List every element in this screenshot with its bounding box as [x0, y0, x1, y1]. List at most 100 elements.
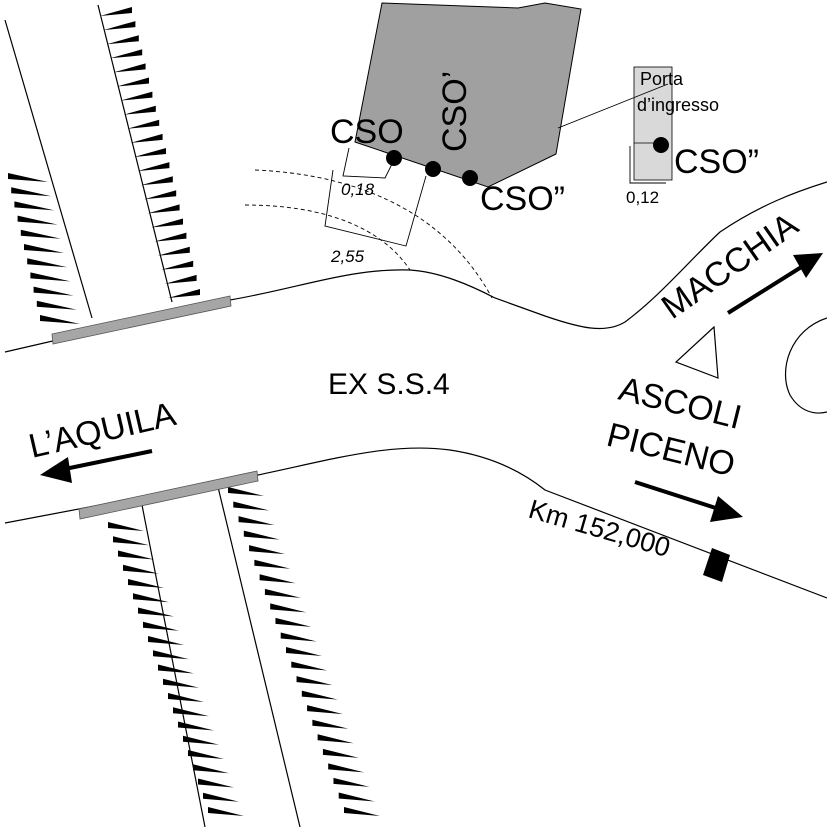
embankment-hatch-mark: [178, 721, 214, 731]
dim-large-label: 2,55: [330, 247, 365, 266]
embankment-hatch-mark: [158, 664, 194, 674]
door-leader-line: [557, 83, 669, 129]
dim-large-line: [324, 169, 427, 247]
traffic-island-triangle: [674, 325, 719, 379]
cso-label: CSO: [330, 113, 404, 151]
building: [354, 2, 582, 188]
embankment-hatch-mark: [344, 807, 380, 816]
dim-detail-label: 0,12: [626, 188, 659, 207]
embankment-hatch-mark: [127, 119, 160, 129]
dashed-curve-outer: [254, 169, 493, 299]
cso-double-prime-point: [462, 170, 478, 186]
embankment-hatch-mark: [118, 550, 154, 560]
cross-road-left-b: [97, 4, 173, 303]
embankment-hatch-mark: [322, 748, 359, 758]
embankment-hatch-mark: [108, 522, 144, 531]
embankment-hatch-mark: [120, 91, 153, 101]
door-label-line2: d’ingresso: [637, 95, 719, 115]
embankment-hatch-mark: [33, 286, 74, 296]
embankment-hatch-mark: [103, 21, 136, 31]
road-edge-top: [4, 181, 827, 353]
embankment-hatch-mark: [133, 593, 169, 603]
embankment-hatch-mark: [291, 661, 328, 671]
embankment-hatch-mark: [147, 204, 180, 214]
embankment-hatch-mark: [30, 272, 71, 282]
embankment-hatch-mark: [36, 300, 77, 310]
embankment-hatch-mark: [338, 792, 375, 802]
embankment-hatch-mark: [188, 750, 224, 759]
embankment-hatch-mark: [117, 77, 149, 87]
dashed-curves: [244, 169, 493, 299]
embankment-hatch-mark: [238, 516, 275, 526]
dashed-curve-inner: [244, 204, 411, 271]
embankment-hatch-mark: [113, 536, 149, 546]
roundabout-edge: [784, 317, 827, 414]
embankment-hatch-mark: [280, 632, 317, 642]
embankment-hatch-mark: [161, 260, 194, 270]
embankment-hatch-mark: [233, 501, 270, 511]
cross-road-bottom-a: [141, 504, 206, 827]
embankment-hatch-mark: [128, 579, 164, 588]
embankment-hatch-mark: [106, 35, 139, 45]
arrow-icon-ascoli: [634, 480, 743, 522]
embankment-hatch-mark: [100, 7, 132, 16]
embankment-hatch-mark: [134, 148, 166, 157]
road-edge-bottom: [4, 447, 827, 599]
dim-detail-line: [629, 146, 666, 184]
road-name-label: EX S.S.4: [328, 368, 450, 401]
embankment-hatch-mark: [301, 690, 338, 700]
cross-road-bottom-b: [217, 486, 301, 827]
embankment-hatch-mark: [143, 621, 179, 631]
embankment-hatch-mark: [328, 763, 365, 773]
cso-double-prime-detail-point: [653, 137, 669, 153]
embankment-hatch-mark: [113, 63, 146, 73]
embankment-hatch-mark: [14, 201, 55, 211]
embankment-hatch-mark: [333, 777, 370, 787]
embankment-hatch-mark: [296, 676, 333, 686]
embankment-hatch-mark: [168, 693, 204, 702]
embankment-hatch-mark: [317, 734, 354, 744]
cso-point: [386, 150, 402, 166]
embankment-hatch-mark: [193, 764, 229, 774]
embankment-hatch-mark: [275, 617, 312, 627]
embankment-hatch-mark: [130, 133, 163, 143]
dim-small-line: [342, 147, 395, 179]
embankment-hatch-mark: [123, 105, 156, 115]
embankment-hatch-mark: [20, 229, 61, 239]
embankment-hatch-mark: [203, 792, 239, 802]
road-edges: [4, 4, 827, 827]
cso-double-prime-label: CSO”: [480, 180, 565, 218]
km-marker-label: Km 152,000: [525, 494, 673, 563]
embankment-hatch-mark: [140, 176, 173, 186]
cso-prime-label: CSO’: [436, 71, 474, 152]
bridge-rail-bottom: [78, 470, 259, 520]
dim-small-label: 0,18: [341, 180, 375, 199]
direction-laquila-label: L’AQUILA: [25, 395, 179, 466]
embankment-hatch-mark: [17, 215, 58, 225]
embankment-hatch-mark: [228, 487, 264, 496]
embankment-hatch-mark: [11, 187, 52, 197]
embankment-hatch-mark: [137, 162, 170, 172]
bridge-rail-top: [51, 295, 232, 345]
embankment-hatch-mark: [312, 719, 349, 729]
embankment-hatch-layer: [8, 7, 380, 816]
embankment-hatch-mark: [307, 705, 344, 715]
embankment-hatch-mark: [270, 603, 307, 613]
embankment-hatch-mark: [157, 246, 190, 256]
embankment-hatch-mark: [151, 218, 183, 228]
embankment-hatch-mark: [40, 315, 80, 324]
embankment-hatch-mark: [123, 564, 159, 574]
embankment-hatch-mark: [8, 173, 48, 182]
embankment-hatch-mark: [164, 274, 197, 284]
embankment-hatch-mark: [148, 636, 184, 645]
embankment-hatch-mark: [264, 588, 301, 598]
embankment-hatch-mark: [286, 647, 322, 656]
embankment-hatch-mark: [254, 559, 291, 569]
embankment-hatch-mark: [163, 678, 199, 688]
embankment-hatch-mark: [183, 735, 219, 745]
embankment-hatch-mark: [168, 289, 200, 298]
embankment-hatch-mark: [249, 545, 286, 555]
cross-road-left-a: [4, 19, 93, 319]
embankment-hatch-mark: [154, 232, 187, 242]
